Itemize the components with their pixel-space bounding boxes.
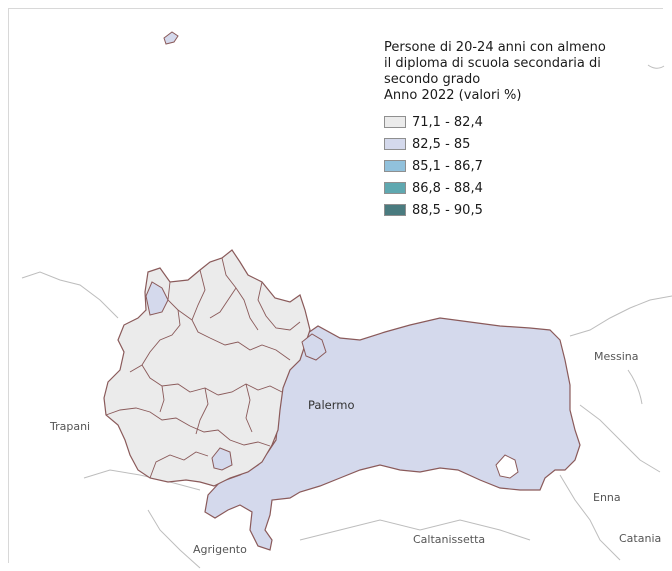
legend-label: 82,5 - 85 bbox=[412, 136, 471, 152]
legend-label: 71,1 - 82,4 bbox=[412, 114, 483, 130]
legend-swatch bbox=[384, 160, 406, 172]
place-label-catania: Catania bbox=[619, 532, 662, 545]
place-label-enna: Enna bbox=[593, 491, 621, 504]
ustica-island bbox=[163, 31, 179, 45]
legend-label: 85,1 - 86,7 bbox=[412, 158, 483, 174]
place-label-caltanissetta: Caltanissetta bbox=[413, 533, 486, 546]
legend-label: 88,5 - 90,5 bbox=[412, 202, 483, 218]
legend-swatch bbox=[384, 182, 406, 194]
place-label-agrigento: Agrigento bbox=[193, 543, 247, 556]
legend-title-line: secondo grado bbox=[384, 72, 481, 87]
legend-item: 82,5 - 85 bbox=[384, 133, 634, 155]
place-label-palermo: Palermo bbox=[308, 398, 355, 412]
place-label-trapani: Trapani bbox=[50, 420, 91, 433]
legend-title: Persone di 20-24 anni con almeno il dipl… bbox=[384, 40, 634, 104]
coastal-patch bbox=[301, 333, 327, 361]
enclave bbox=[211, 447, 233, 471]
legend-item: 85,1 - 86,7 bbox=[384, 155, 634, 177]
municipality-borders bbox=[105, 257, 301, 479]
inner-pocket bbox=[495, 454, 519, 479]
legend-swatch bbox=[384, 204, 406, 216]
legend-items: 71,1 - 82,4 82,5 - 85 85,1 - 86,7 86,8 -… bbox=[384, 111, 634, 221]
legend-title-line: il diploma di scuola secondaria di bbox=[384, 56, 601, 71]
legend-item: 88,5 - 90,5 bbox=[384, 199, 634, 221]
legend-label: 86,8 - 88,4 bbox=[412, 180, 483, 196]
legend-item: 86,8 - 88,4 bbox=[384, 177, 634, 199]
place-label-messina: Messina bbox=[594, 350, 639, 363]
legend-swatch bbox=[384, 138, 406, 150]
legend-swatch bbox=[384, 116, 406, 128]
legend-title-line: Persone di 20-24 anni con almeno bbox=[384, 40, 606, 55]
map-legend: Persone di 20-24 anni con almeno il dipl… bbox=[384, 40, 634, 221]
neighbor-boundaries bbox=[21, 64, 672, 569]
legend-item: 71,1 - 82,4 bbox=[384, 111, 634, 133]
legend-title-line: Anno 2022 (valori %) bbox=[384, 88, 522, 103]
